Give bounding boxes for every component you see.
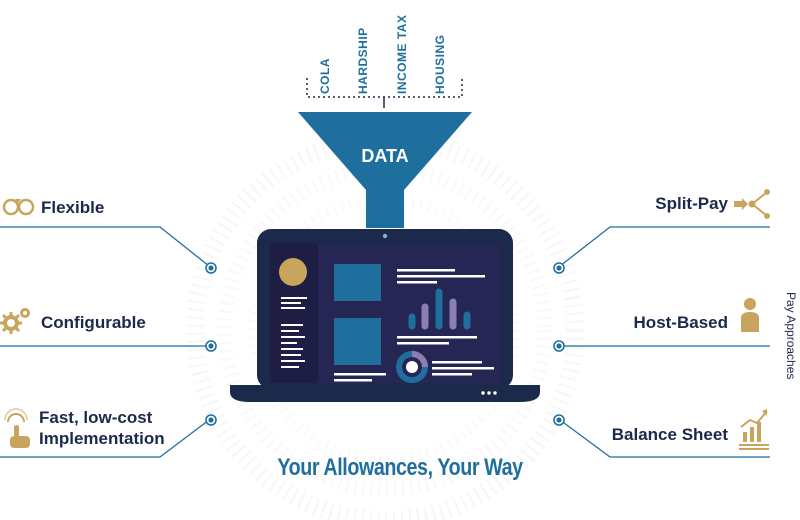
funnel-input-housing: HOUSING [433, 34, 447, 94]
connector-nodes [205, 262, 565, 426]
funnel-label: DATA [361, 146, 409, 166]
inputs-bracket [306, 78, 463, 108]
right-connectors [559, 226, 770, 458]
funnel-input-cola: COLA [318, 58, 332, 94]
feature-flexible: Flexible [41, 198, 105, 217]
funnel-input-income-tax: INCOME TAX [395, 14, 409, 94]
feature-configurable: Configurable [41, 313, 146, 332]
pay-approach-balance-sheet: Balance Sheet [611, 425, 728, 444]
funnel [298, 112, 472, 228]
funnel-input-hardship: HARDSHIP [356, 27, 370, 94]
feature-fast-low-cost: Fast, low-cost [39, 408, 153, 427]
person-icon [741, 298, 759, 332]
pay-approach-host-based: Host-Based [633, 313, 728, 332]
bar-chart-growth-icon [739, 409, 769, 450]
tap-hand-icon [4, 408, 30, 448]
cycle-arrows-icon [2, 198, 35, 216]
screen-content [279, 258, 494, 383]
feature-implementation: Implementation [39, 429, 165, 448]
pay-approaches-title: Pay Approaches [784, 292, 798, 380]
left-connectors [0, 226, 210, 458]
tagline: Your Allowances, Your Way [277, 454, 523, 481]
pay-approach-split-pay: Split-Pay [655, 194, 728, 213]
gears-icon [0, 308, 30, 334]
split-arrows-icon [734, 189, 770, 219]
laptop [230, 229, 540, 402]
